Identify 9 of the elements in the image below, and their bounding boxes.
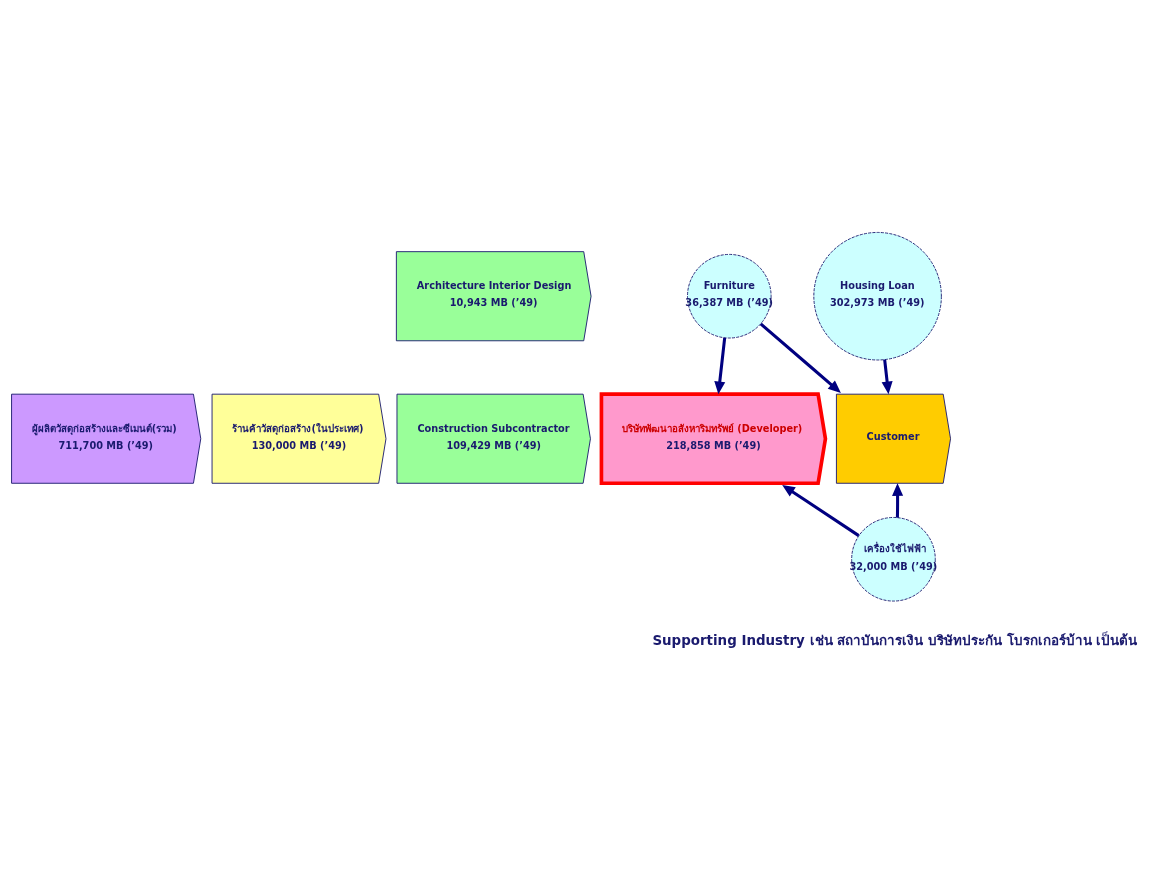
node-circle: Housing Loan 302,973 MB (’49): [813, 231, 942, 360]
arrow: [782, 484, 860, 537]
arrow: [759, 322, 841, 393]
arrow: [714, 337, 727, 394]
arrow: [892, 482, 904, 518]
node-circle: Furniture 36,387 MB (’49): [687, 253, 772, 338]
label: Supporting Industry เช่น สถาบันการเงิน บริษัทประกัน โบรกเกอร์บ้าน เป็นต้น: [652, 632, 1138, 648]
arrow: [881, 358, 893, 394]
node-circle: เครื่องใช้ไฟฟ้า 32,000 MB (’49): [851, 516, 936, 602]
